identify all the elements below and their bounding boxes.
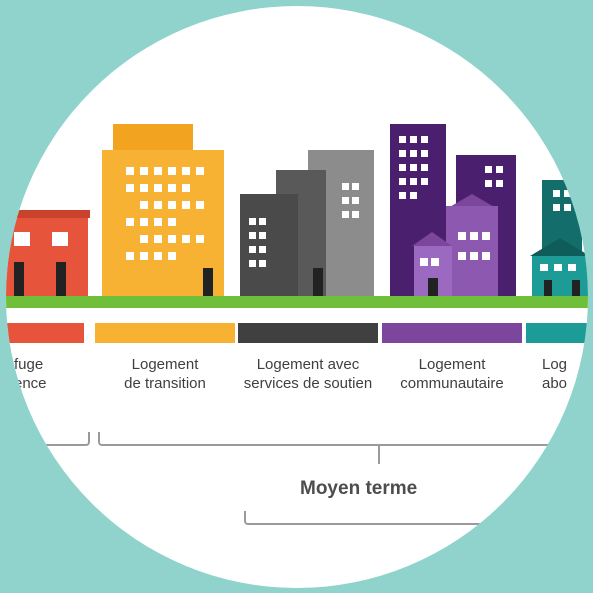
community-building [390,124,516,298]
bracket-medium-term [98,432,588,446]
label-supportive: Logement avec services de soutien [243,356,373,392]
transition-building [102,124,224,298]
label-affordable: Log abo [542,356,568,392]
label-shelter: fuge ence [14,356,47,392]
buildings-illustration [6,124,588,308]
bracket-short-term [6,432,90,446]
bar-supportive [238,323,378,343]
bar-community [382,323,522,343]
bar-affordable [526,323,588,343]
shelter-building [6,210,90,297]
affordable-building [530,180,588,298]
bracket-long-term [244,511,588,525]
bar-transition [95,323,235,343]
term-label: Moyen terme [300,478,418,499]
bracket-tick [378,446,380,464]
circle-frame: fuge ence Logement de transition Logemen… [6,6,588,588]
bar-shelter [6,323,84,343]
label-transition: Logement de transition [124,356,206,392]
supportive-building [240,150,374,298]
ground [6,296,588,308]
label-community: Logement communautaire [400,356,504,392]
